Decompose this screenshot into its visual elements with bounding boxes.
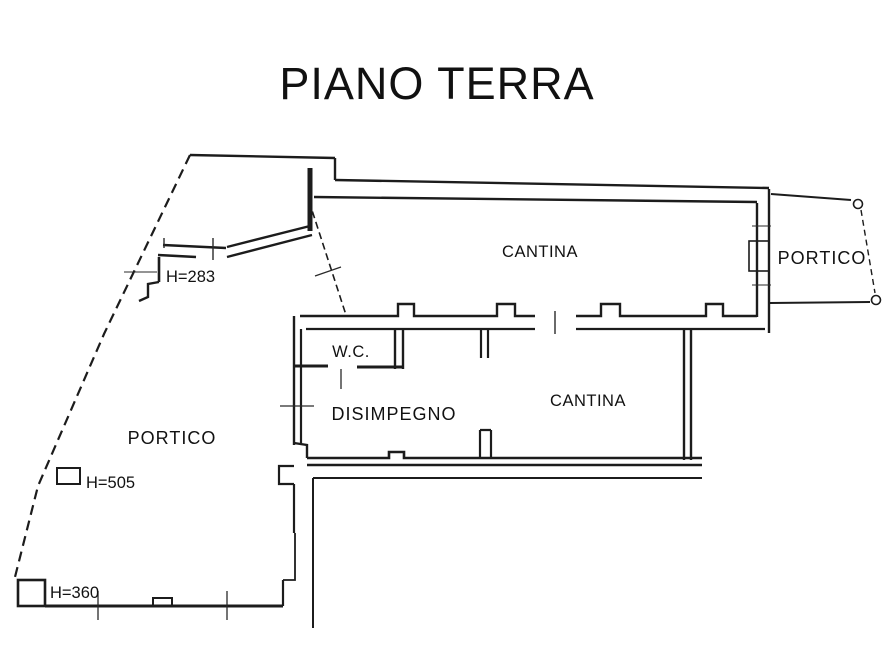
upper-portico-cantina-divider <box>308 200 347 316</box>
room-label-wc: W.C. <box>332 343 370 361</box>
h283-room-walls <box>124 224 313 303</box>
column-marker <box>870 294 882 306</box>
wc-room-walls <box>292 316 405 445</box>
lower-cantina-east-wall <box>682 329 693 460</box>
height-annotation-h505: H=505 <box>86 474 135 492</box>
window-recess <box>748 240 770 272</box>
disimpegno-cantina-divider <box>478 329 493 459</box>
page-title: PIANO TERRA <box>279 58 594 109</box>
height-annotation-h283: H=283 <box>166 268 215 286</box>
pillar <box>56 467 81 485</box>
portico-left-east-wall <box>277 464 296 606</box>
north-wall <box>189 153 770 231</box>
portico-right-walls <box>769 193 882 306</box>
portico-left-south-wall <box>16 467 283 620</box>
east-wall <box>748 189 771 333</box>
room-label-cantina-lower: CANTINA <box>550 392 626 410</box>
central-spine-wall <box>300 302 765 334</box>
room-label-disimpegno: DISIMPEGNO <box>331 404 456 424</box>
column-marker <box>852 198 864 210</box>
pillar <box>16 578 47 608</box>
room-label-portico-right: PORTICO <box>778 248 867 268</box>
lower-rooms-south-wall <box>280 405 702 467</box>
height-annotation-h360: H=360 <box>50 584 99 602</box>
portico-left-open-edge <box>13 154 191 578</box>
room-label-cantina-upper: CANTINA <box>502 243 578 261</box>
terrace-boundary <box>312 477 702 628</box>
room-label-portico-left: PORTICO <box>128 428 217 448</box>
